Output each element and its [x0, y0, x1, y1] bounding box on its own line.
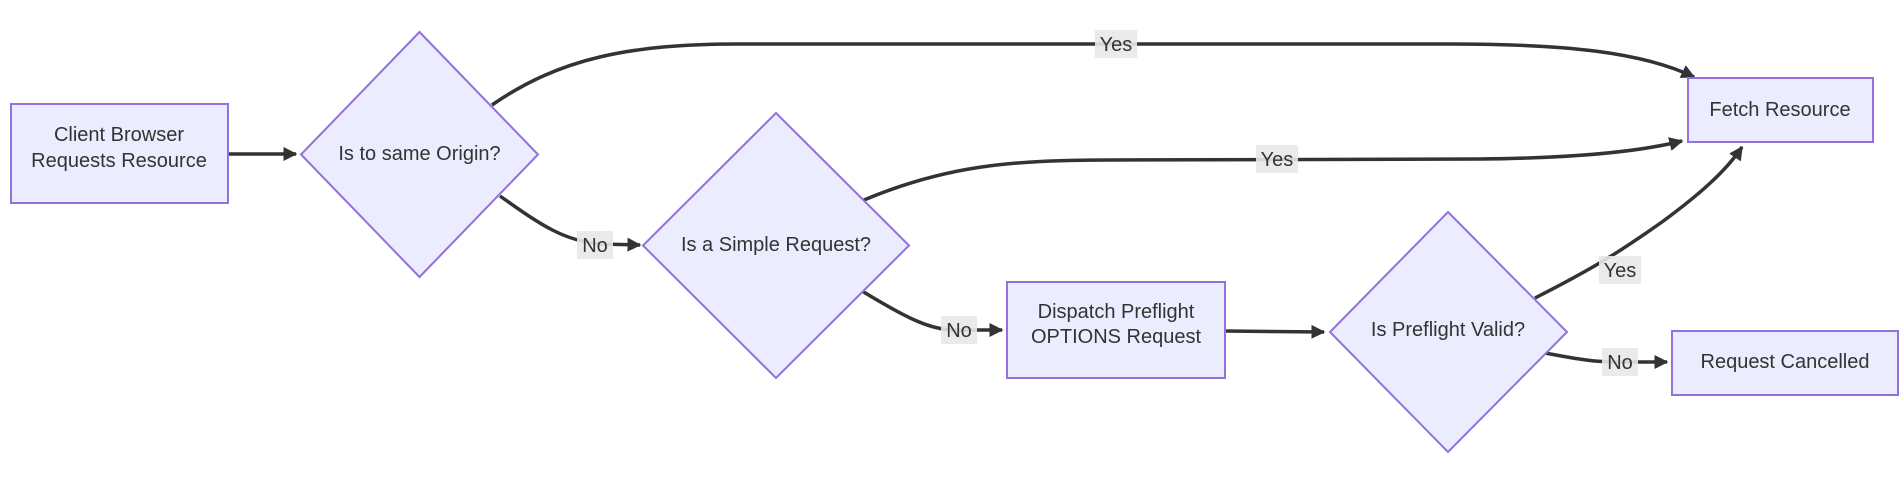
node-is-same-origin-label: Is to same Origin?	[338, 143, 500, 165]
node-is-same-origin-diamond	[299, 30, 540, 279]
edge-label-preflight-no-bg	[1602, 348, 1638, 376]
edge-label-preflight-yes-bg	[1599, 256, 1641, 284]
edge-label-preflight-yes: Yes	[1599, 256, 1641, 284]
edge-label-simple-no-text: No	[946, 320, 972, 342]
edge-same-origin-no-to-simple	[498, 194, 642, 252]
edges	[228, 42, 1744, 369]
edge-same-origin-yes-to-fetch	[491, 42, 1696, 107]
edge-label-simple-yes-text: Yes	[1261, 149, 1294, 171]
edge-label-origin-no-text: No	[582, 235, 608, 257]
edge-dispatch-to-preflight-valid	[1224, 324, 1326, 339]
node-is-simple-request-label: Is a Simple Request?	[681, 234, 871, 256]
node-is-simple-request-diamond	[641, 111, 911, 380]
node-fetch-resource: Fetch Resource	[1687, 77, 1874, 143]
edge-label-preflight-no: No	[1602, 348, 1638, 376]
edge-label-preflight-no-text: No	[1607, 352, 1633, 374]
edge-simple-yes-to-fetch	[863, 137, 1684, 202]
node-is-preflight-valid-diamond	[1328, 210, 1569, 454]
node-request-cancelled-box	[1671, 330, 1899, 396]
edge-label-simple-no-bg	[941, 316, 977, 344]
node-dispatch-preflight: Dispatch Preflight OPTIONS Request	[1006, 281, 1226, 379]
edge-label-origin-yes-text: Yes	[1100, 34, 1133, 56]
node-dispatch-preflight-label-line1: Dispatch Preflight	[1038, 301, 1195, 323]
node-client-browser: Client Browser Requests Resource	[10, 103, 229, 204]
node-is-same-origin: Is to same Origin?	[299, 30, 540, 279]
edge-label-simple-no: No	[941, 316, 977, 344]
edge-preflight-yes-to-fetch	[1534, 145, 1744, 300]
node-is-preflight-valid-label: Is Preflight Valid?	[1371, 319, 1525, 341]
edge-label-preflight-yes-text: Yes	[1604, 260, 1637, 282]
edge-labels: Yes No Yes No Yes No	[577, 30, 1641, 376]
node-is-preflight-valid: Is Preflight Valid?	[1328, 210, 1569, 454]
nodes: Client Browser Requests Resource Is to s…	[10, 30, 1899, 454]
edge-simple-no-to-dispatch	[861, 289, 1004, 337]
node-dispatch-preflight-label-line2: OPTIONS Request	[1031, 326, 1202, 348]
node-is-simple-request: Is a Simple Request?	[641, 111, 911, 380]
edge-label-simple-yes-bg	[1256, 145, 1298, 173]
edge-label-origin-yes: Yes	[1095, 30, 1137, 58]
node-client-browser-label-line2: Requests Resource	[31, 150, 207, 172]
edge-label-origin-no-bg	[577, 231, 613, 259]
node-client-browser-box	[10, 103, 229, 204]
edge-label-origin-yes-bg	[1095, 30, 1137, 58]
node-client-browser-label-line1: Client Browser	[54, 124, 184, 146]
node-fetch-resource-label: Fetch Resource	[1709, 99, 1850, 121]
node-dispatch-preflight-box	[1006, 281, 1226, 379]
node-request-cancelled: Request Cancelled	[1671, 330, 1899, 396]
node-fetch-resource-box	[1687, 77, 1874, 143]
node-request-cancelled-label: Request Cancelled	[1701, 351, 1870, 373]
edge-label-simple-yes: Yes	[1256, 145, 1298, 173]
edge-label-origin-no: No	[577, 231, 613, 259]
